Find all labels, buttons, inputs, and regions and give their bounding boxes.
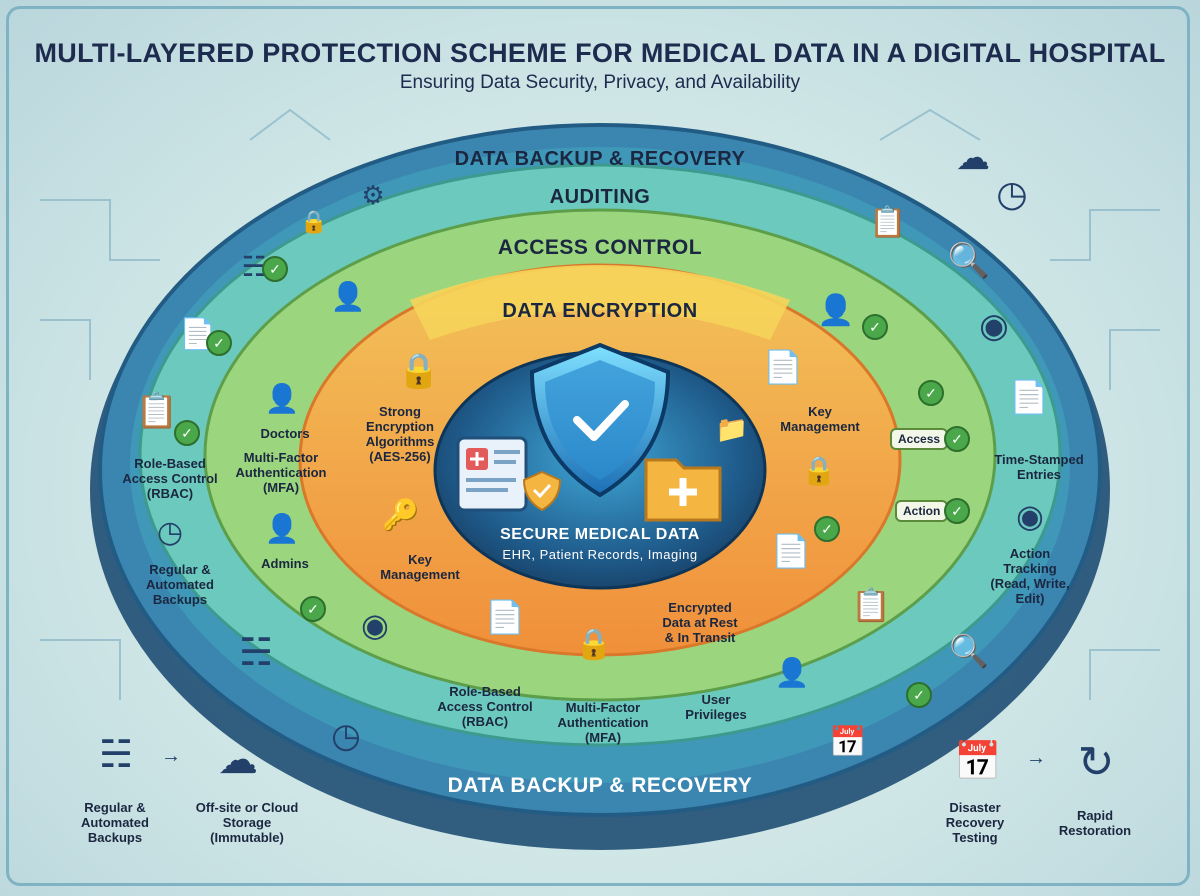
label-key-management-right: Key Management: [780, 404, 860, 434]
cloud-sync-icon: ☁: [956, 139, 990, 177]
restore-cycle-icon: ↻: [1077, 737, 1115, 787]
clipboard-icon: 📋: [135, 392, 179, 430]
medical-folder-icon: [644, 458, 722, 522]
calendar-icon: 📅: [829, 725, 867, 759]
label-doctors: Doctors: [260, 426, 310, 441]
check-icon-action: ✓: [944, 498, 970, 524]
message-lock-icon: 🔒: [801, 454, 837, 486]
wall-clock-icon: ◷: [996, 173, 1028, 214]
eye-icon-top: ◉: [979, 307, 1009, 345]
label-encrypted-data: Encrypted Data at Rest & In Transit: [662, 600, 738, 645]
gear-icon: ⚙: [361, 179, 385, 210]
check-icon-clipboard: ✓: [174, 420, 200, 446]
label-offsite-storage: Off-site or Cloud Storage (Immutable): [195, 800, 299, 845]
core-title: SECURE MEDICAL DATA: [500, 526, 700, 543]
shield-icon: [529, 342, 671, 498]
circuit-lines: [40, 108, 1160, 700]
access-cap: [410, 265, 790, 340]
action-pill: Action: [895, 500, 949, 522]
search-doc-icon: 🔍: [949, 633, 989, 669]
checklist-icon: 📋: [869, 205, 907, 239]
core-subtitle: EHR, Patient Records, Imaging: [502, 547, 698, 562]
label-mfa-left: Multi-Factor Authentication (MFA): [235, 450, 327, 495]
access-pill: Access: [890, 428, 949, 450]
check-icon-doc: ✓: [206, 330, 232, 356]
chip-lock-icon: 🔒: [575, 627, 613, 661]
clock-icon: ◷: [156, 515, 184, 549]
check-icon-secure: ✓: [814, 516, 840, 542]
server-stack-icon: ☵: [238, 631, 274, 674]
secure-file-icon: 📄: [771, 533, 811, 569]
label-key-management-left: Key Management: [380, 552, 460, 582]
label-action-tracking: Action Tracking (Read, Write, Edit): [990, 546, 1070, 606]
key-icon: 🔑: [382, 498, 420, 532]
label-rbac-bottom: Role-Based Access Control (RBAC): [437, 684, 533, 729]
lock-icon: 🔒: [300, 209, 328, 234]
page-frame: [6, 6, 1190, 886]
label-time-stamped: Time-Stamped Entries: [994, 452, 1084, 482]
ring-label-auditing: AUDITING: [549, 186, 651, 208]
padlock-icon: 🔒: [397, 352, 441, 390]
magnifier-icon: 🔍: [947, 242, 991, 280]
check-icon-profile: ✓: [862, 314, 888, 340]
page-subtitle: Ensuring Data Security, Privacy, and Ava…: [399, 72, 801, 93]
label-rbac-left: Role-Based Access Control (RBAC): [122, 456, 218, 501]
label-rapid-restoration: Rapid Restoration: [1058, 808, 1132, 838]
page-title: MULTI-LAYERED PROTECTION SCHEME FOR MEDI…: [34, 38, 1166, 68]
small-shield-icon: [522, 470, 562, 512]
arrow-right-icon-2: →: [1026, 746, 1046, 769]
locked-document-icon: 📄: [763, 349, 803, 385]
label-strong-encryption: Strong Encryption Algorithms (AES-256): [365, 404, 435, 464]
local-server-icon: ☵: [98, 733, 134, 776]
label-mfa-bottom: Multi-Factor Authentication (MFA): [557, 700, 649, 745]
check-icon-access: ✓: [944, 426, 970, 452]
report-icon: 📄: [1009, 379, 1049, 415]
encrypted-doc-icon: 📄: [485, 599, 525, 635]
id-card-icon: 👤: [330, 280, 366, 312]
eye-icon-bottom: ◉: [1016, 498, 1044, 534]
check-icon-db: ✓: [262, 256, 288, 282]
profile-window-icon: 👤: [817, 293, 855, 327]
tablet-icon: [456, 436, 528, 512]
audit-log-icon: 📋: [851, 587, 891, 623]
folder-icon: 📁: [715, 413, 749, 444]
check-icon-key: ✓: [300, 596, 326, 622]
label-disaster-recovery: Disaster Recovery Testing: [945, 800, 1005, 845]
fingerprint-icon: ◉: [361, 607, 389, 643]
ring-label-backup-bottom: DATA BACKUP & RECOVERY: [447, 774, 753, 797]
doctor-card-icon: 👤: [264, 382, 300, 414]
admin-card-icon: 👤: [264, 512, 300, 544]
label-backups-bottom: Regular & Automated Backups: [81, 800, 149, 845]
label-admins: Admins: [261, 556, 309, 571]
label-user-privileges: User Privileges: [685, 692, 747, 722]
cloud-storage-icon: ☁: [218, 738, 258, 782]
label-backups-left: Regular & Automated Backups: [146, 562, 214, 607]
ring-label-backup-top: DATA BACKUP & RECOVERY: [454, 148, 746, 170]
backup-clock-icon: ◷: [331, 717, 361, 755]
check-icon-bottom: ✓: [906, 682, 932, 708]
check-icon-audit: ✓: [918, 380, 944, 406]
testing-calendar-icon: 📅: [954, 741, 1002, 783]
user-key-icon: 👤: [774, 656, 810, 688]
ring-label-access-control: ACCESS CONTROL: [497, 236, 703, 259]
arrow-right-icon-1: →: [161, 744, 181, 767]
ring-label-data-encryption: DATA ENCRYPTION: [502, 300, 698, 322]
